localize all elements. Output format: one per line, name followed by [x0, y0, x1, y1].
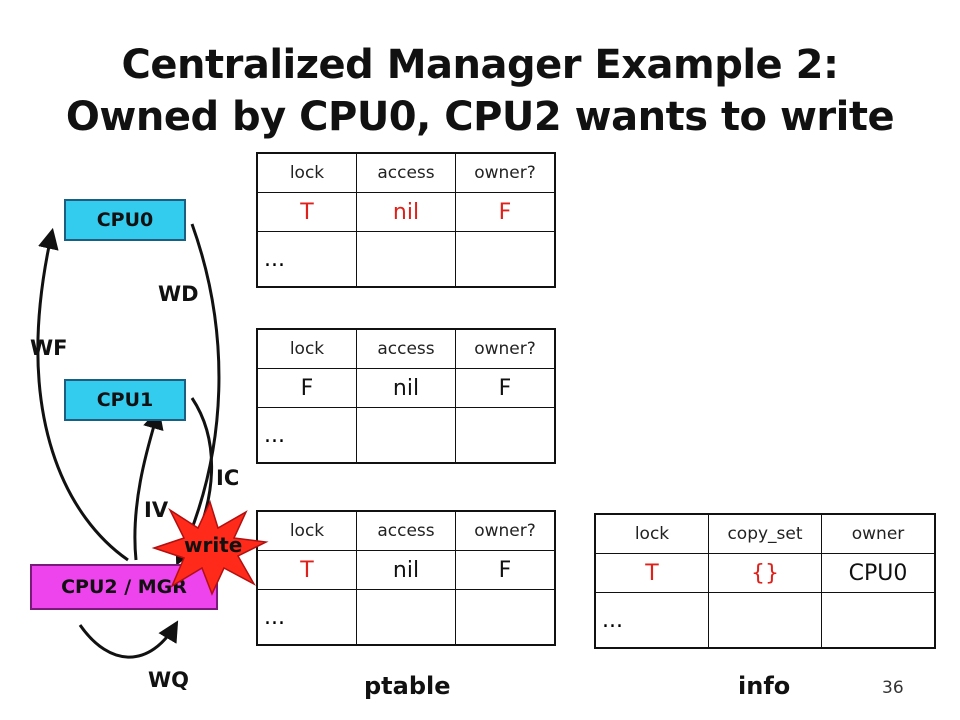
slide-title-line1: Centralized Manager Example 2:	[121, 42, 839, 88]
cell-copy-set: {}	[708, 553, 822, 593]
page-number: 36	[882, 678, 904, 698]
cell-lock: F	[256, 368, 357, 408]
cell-access: nil	[356, 550, 456, 590]
header-owner: owner?	[455, 510, 556, 551]
cpu1-node: CPU1	[64, 379, 186, 421]
cell-lock: T	[594, 553, 709, 593]
ellipsis: ...	[594, 592, 709, 649]
cell-lock: T	[256, 192, 357, 232]
header-access: access	[356, 152, 456, 193]
cell-owner: F	[455, 368, 556, 408]
cell-access: nil	[356, 368, 456, 408]
wq-label: WQ	[148, 668, 190, 692]
header-lock: lock	[594, 513, 709, 554]
ellipsis: ...	[256, 407, 357, 464]
wd-label: WD	[158, 282, 199, 306]
empty-cell	[455, 589, 556, 646]
wf-label: WF	[30, 336, 68, 360]
header-owner: owner	[821, 513, 936, 554]
ptable-cpu2: lock access owner? T nil F ...	[256, 510, 556, 646]
iv-arrow	[133, 407, 164, 561]
header-lock: lock	[256, 152, 357, 193]
header-lock: lock	[256, 510, 357, 551]
wf-arrow	[36, 227, 129, 562]
empty-cell	[708, 592, 822, 649]
cell-owner: F	[455, 192, 556, 232]
write-burst-label: write	[184, 533, 243, 557]
iv-label: IV	[144, 498, 169, 522]
cell-lock: T	[256, 550, 357, 590]
empty-cell	[821, 592, 936, 649]
header-access: access	[356, 510, 456, 551]
cell-owner: CPU0	[821, 553, 936, 593]
wd-arrow	[175, 223, 221, 566]
empty-cell	[356, 589, 456, 646]
empty-cell	[455, 407, 556, 464]
ptable-caption: ptable	[364, 672, 451, 700]
ic-label: IC	[216, 466, 240, 490]
header-access: access	[356, 328, 456, 369]
header-owner: owner?	[455, 328, 556, 369]
info-caption: info	[738, 672, 791, 700]
empty-cell	[356, 407, 456, 464]
write-burst-shape	[151, 499, 269, 596]
empty-cell	[356, 231, 456, 288]
wq-arrow	[78, 620, 179, 659]
slide-title-line2: Owned by CPU0, CPU2 wants to write	[65, 94, 895, 140]
ellipsis: ...	[256, 231, 357, 288]
header-owner: owner?	[455, 152, 556, 193]
info-table: lock copy_set owner T {} CPU0 ...	[594, 513, 936, 649]
cpu0-node: CPU0	[64, 199, 186, 241]
empty-cell	[455, 231, 556, 288]
ptable-cpu0: lock access owner? T nil F ...	[256, 152, 556, 288]
ellipsis: ...	[256, 589, 357, 646]
header-copy-set: copy_set	[708, 513, 822, 554]
header-lock: lock	[256, 328, 357, 369]
cell-access: nil	[356, 192, 456, 232]
ptable-cpu1: lock access owner? F nil F ...	[256, 328, 556, 464]
cell-owner: F	[455, 550, 556, 590]
